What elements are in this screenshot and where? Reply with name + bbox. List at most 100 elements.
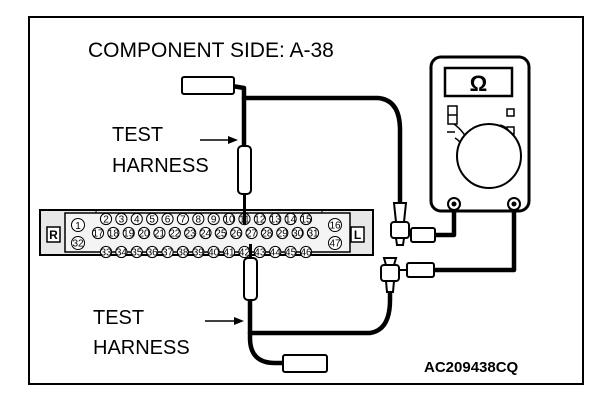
pin-26: 26 [231, 228, 243, 239]
pin-30: 30 [292, 228, 304, 239]
side-marker-r-box [46, 226, 61, 243]
pin-41-ring [222, 245, 236, 259]
pin-13-ring [269, 212, 282, 226]
pin-33: 33 [100, 247, 112, 258]
side-marker-l: L [354, 228, 361, 242]
pin-44-ring [269, 245, 282, 259]
lower-harness-label-line2: HARNESS [93, 337, 190, 359]
pin-4: 4 [134, 214, 140, 225]
pin-6: 6 [165, 214, 171, 225]
pin-46-ring [299, 245, 313, 259]
side-marker-r: R [49, 228, 58, 242]
pin-43-ring [253, 245, 266, 259]
harness-probe-lower [243, 257, 258, 301]
pin-39: 39 [193, 247, 205, 258]
pin-16: 16 [329, 221, 341, 232]
pin-18-ring [107, 226, 120, 240]
probe-plug-upper [181, 76, 235, 95]
pin-28: 28 [261, 228, 273, 239]
pin-4-ring [130, 212, 143, 226]
ohmmeter: Ω [429, 55, 531, 213]
upper-harness-label-line1: TEST [112, 124, 163, 146]
pin-21: 21 [154, 228, 166, 239]
pin-12: 12 [254, 214, 266, 225]
pin-10: 10 [224, 214, 236, 225]
clip-upper [390, 202, 436, 246]
probe-wire-lower [247, 289, 293, 366]
pin-7: 7 [180, 214, 186, 225]
wires [229, 83, 517, 366]
pin-40-ring [207, 245, 220, 259]
pin-23: 23 [185, 228, 197, 239]
pin-35: 35 [131, 247, 143, 258]
pin-17: 17 [92, 228, 104, 239]
ohmmeter-dial [456, 123, 522, 189]
harness-probe-upper [237, 145, 252, 195]
pin-35-ring [130, 245, 143, 259]
probe-plug-lower [282, 354, 328, 373]
pin-15: 15 [300, 214, 312, 225]
pin-25: 25 [215, 228, 227, 239]
lower-harness-arrow [205, 317, 244, 325]
meter-lead-black [430, 202, 457, 238]
pin-1-ring [71, 218, 85, 232]
pin-16-ring [328, 218, 342, 232]
pin-30-ring [291, 226, 304, 240]
component-title: COMPONENT SIDE: A-38 [88, 39, 334, 62]
pin-22-ring [168, 226, 181, 240]
pin-28-ring [260, 226, 274, 240]
pin-6-ring [161, 212, 174, 226]
pin-24-ring [199, 226, 212, 240]
pin-3-ring [115, 212, 128, 226]
pin-20: 20 [139, 228, 151, 239]
pin-41: 41 [224, 247, 236, 258]
pin-38-ring [176, 245, 190, 259]
pin-32: 32 [72, 239, 84, 250]
pin-9-ring [207, 212, 220, 226]
pin-29: 29 [277, 228, 289, 239]
pin-10-ring [222, 212, 236, 226]
pin-27: 27 [246, 228, 258, 239]
pin-40: 40 [208, 247, 220, 258]
pin-36: 36 [147, 247, 159, 258]
upper-harness-label-line2: HARNESS [112, 155, 209, 177]
pin-47-ring [328, 236, 342, 250]
pin-8: 8 [196, 214, 202, 225]
pin-37-ring [161, 245, 174, 259]
pin-17-ring [91, 226, 105, 240]
pin-8-ring [192, 212, 205, 226]
pin-27-ring [245, 226, 258, 240]
pin-44: 44 [270, 247, 282, 258]
upper-harness-arrow [200, 136, 238, 144]
terminal-ohm-center [511, 201, 517, 207]
pin-36-ring [146, 245, 159, 259]
side-marker-l-box [350, 226, 365, 243]
pin-12-ring [253, 212, 266, 226]
pin-19: 19 [123, 228, 135, 239]
pin-2: 2 [103, 214, 109, 225]
pin-46: 46 [300, 247, 312, 258]
ohmmeter-screen [443, 66, 514, 98]
ohm-symbol: Ω [470, 71, 488, 96]
pin-29-ring [276, 226, 289, 240]
pin-7-ring [176, 212, 190, 226]
pin-2-ring [99, 212, 113, 226]
figure-code: AC209438CQ [424, 359, 519, 376]
pin-5: 5 [149, 214, 155, 225]
pin-14-ring [284, 212, 297, 226]
probe-wire-upper [229, 83, 247, 155]
pin-23-ring [184, 226, 197, 240]
pin-34: 34 [116, 247, 128, 258]
pin-37: 37 [162, 247, 174, 258]
pin-18: 18 [108, 228, 120, 239]
pin-19-ring [122, 226, 135, 240]
pin-31-ring [306, 226, 320, 240]
pin-39-ring [192, 245, 205, 259]
pin-42: 42 [239, 247, 251, 258]
pin-15-ring [299, 212, 313, 226]
pin-31: 31 [307, 228, 319, 239]
pin-45: 45 [285, 247, 297, 258]
pin-45-ring [284, 245, 297, 259]
pin-32-ring [71, 236, 85, 250]
pin-24: 24 [200, 228, 212, 239]
